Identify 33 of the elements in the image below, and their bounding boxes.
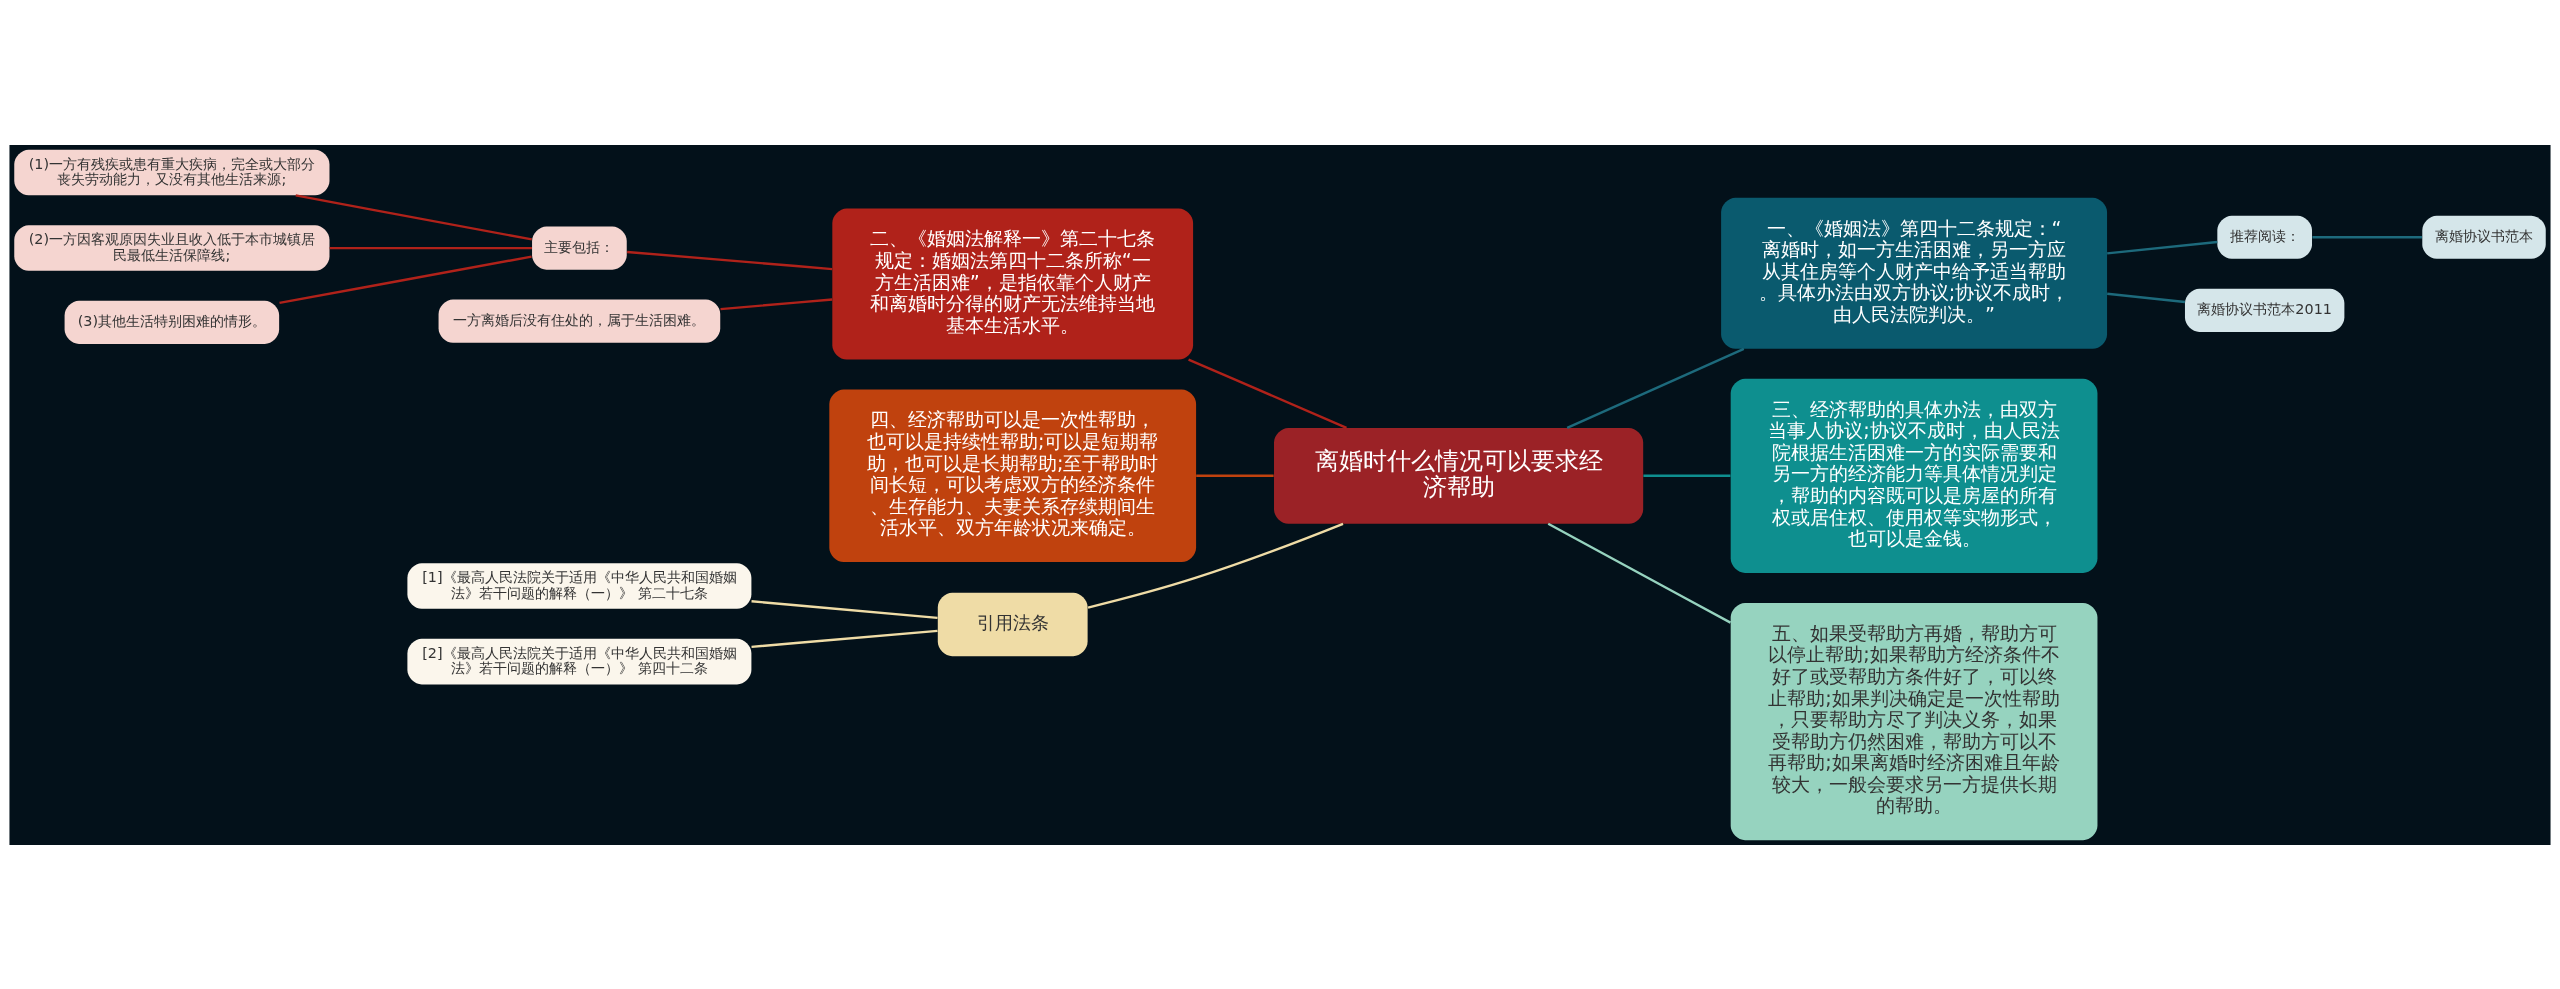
node-box: 五、如果受帮助方再婚，帮助方可以停止帮助;如果帮助方经济条件不好了或受帮助方条件好了，可以终止帮助;如果判决确定是一次性帮助，只要帮助方尽了判决义务，如果受帮助方仍然困难，帮助方可以不再帮助;如果离婚时经济困难且年龄较大，一般会要求另一方提供长期的帮助。 (1730, 602, 2098, 840)
node-box: 离婚协议书范本2011 (2184, 288, 2345, 332)
connector (329, 246, 532, 249)
node-box: (2)一方因客观原因失业且收入低于本市城镇居民最低生活保障线; (14, 224, 330, 271)
connector (295, 193, 532, 241)
node-box: 四、经济帮助可以是一次性帮助，也可以是持续性帮助;可以是短期帮助，也可以是长期帮助;至于帮助时间长短，可以考虑双方的经济条件、生存能力、夫妻关系存续期间生活水平、双方年龄状况来确定。 (829, 389, 1197, 562)
node-box: 引用法条 (937, 592, 1088, 656)
node-box: 主要包括： (532, 226, 627, 270)
node-box: (3)其他生活特别困难的情形。 (64, 300, 280, 344)
node-box: 离婚时什么情况可以要求经济帮助 (1274, 427, 1644, 524)
connector (1196, 474, 1274, 477)
node-box: [1]《最高人民法院关于适用《中华人民共和国婚姻法》若干问题的解释（一）》 第二十七条 (407, 562, 752, 609)
node-box: 一方离婚后没有住处的，属于生活困难。 (438, 299, 721, 343)
connector (2107, 292, 2186, 303)
connector (279, 254, 532, 304)
node-box: [2]《最高人民法院关于适用《中华人民共和国婚姻法》若干问题的解释（一）》 第四十二条 (407, 638, 752, 684)
node-box: 二、《婚姻法解释一》第二十七条规定：婚姻法第四十二条所称“一方生活困难”，是指依靠个人财产和离婚时分得的财产无法维持当地基本生活水平。 (832, 208, 1194, 360)
connector (1087, 522, 1344, 609)
connector (1547, 522, 1732, 624)
node-box: (1)一方有残疾或患有重大疾病，完全或大部分丧失劳动能力，又没有其他生活来源; (14, 149, 330, 195)
node-box: 三、经济帮助的具体办法，由双方当事人协议;协议不成时，由人民法院根据生活困难一方的实际需要和另一方的经济能力等具体情况判定，帮助的内容既可以是房屋的所有权或居住权、使用权等实物形式，也可以是金钱。 (1730, 378, 2098, 573)
connector (751, 599, 938, 619)
connector (751, 629, 938, 648)
connector (1566, 347, 1745, 429)
connector (627, 250, 833, 270)
node-box: 一、《婚姻法》第四十二条规定：“离婚时，如一方生活困难，另一方应从其住房等个人财产中给予适当帮助。具体办法由双方协议;协议不成时，由人民法院判决。” (1721, 197, 2108, 349)
connector (2107, 240, 2218, 255)
connector (1188, 357, 1347, 429)
node-box: 推荐阅读： (2217, 215, 2312, 259)
connector (1643, 474, 1731, 477)
node-box: 离婚协议书范本 (2422, 215, 2546, 259)
connector (720, 297, 833, 310)
connector (2312, 235, 2422, 238)
